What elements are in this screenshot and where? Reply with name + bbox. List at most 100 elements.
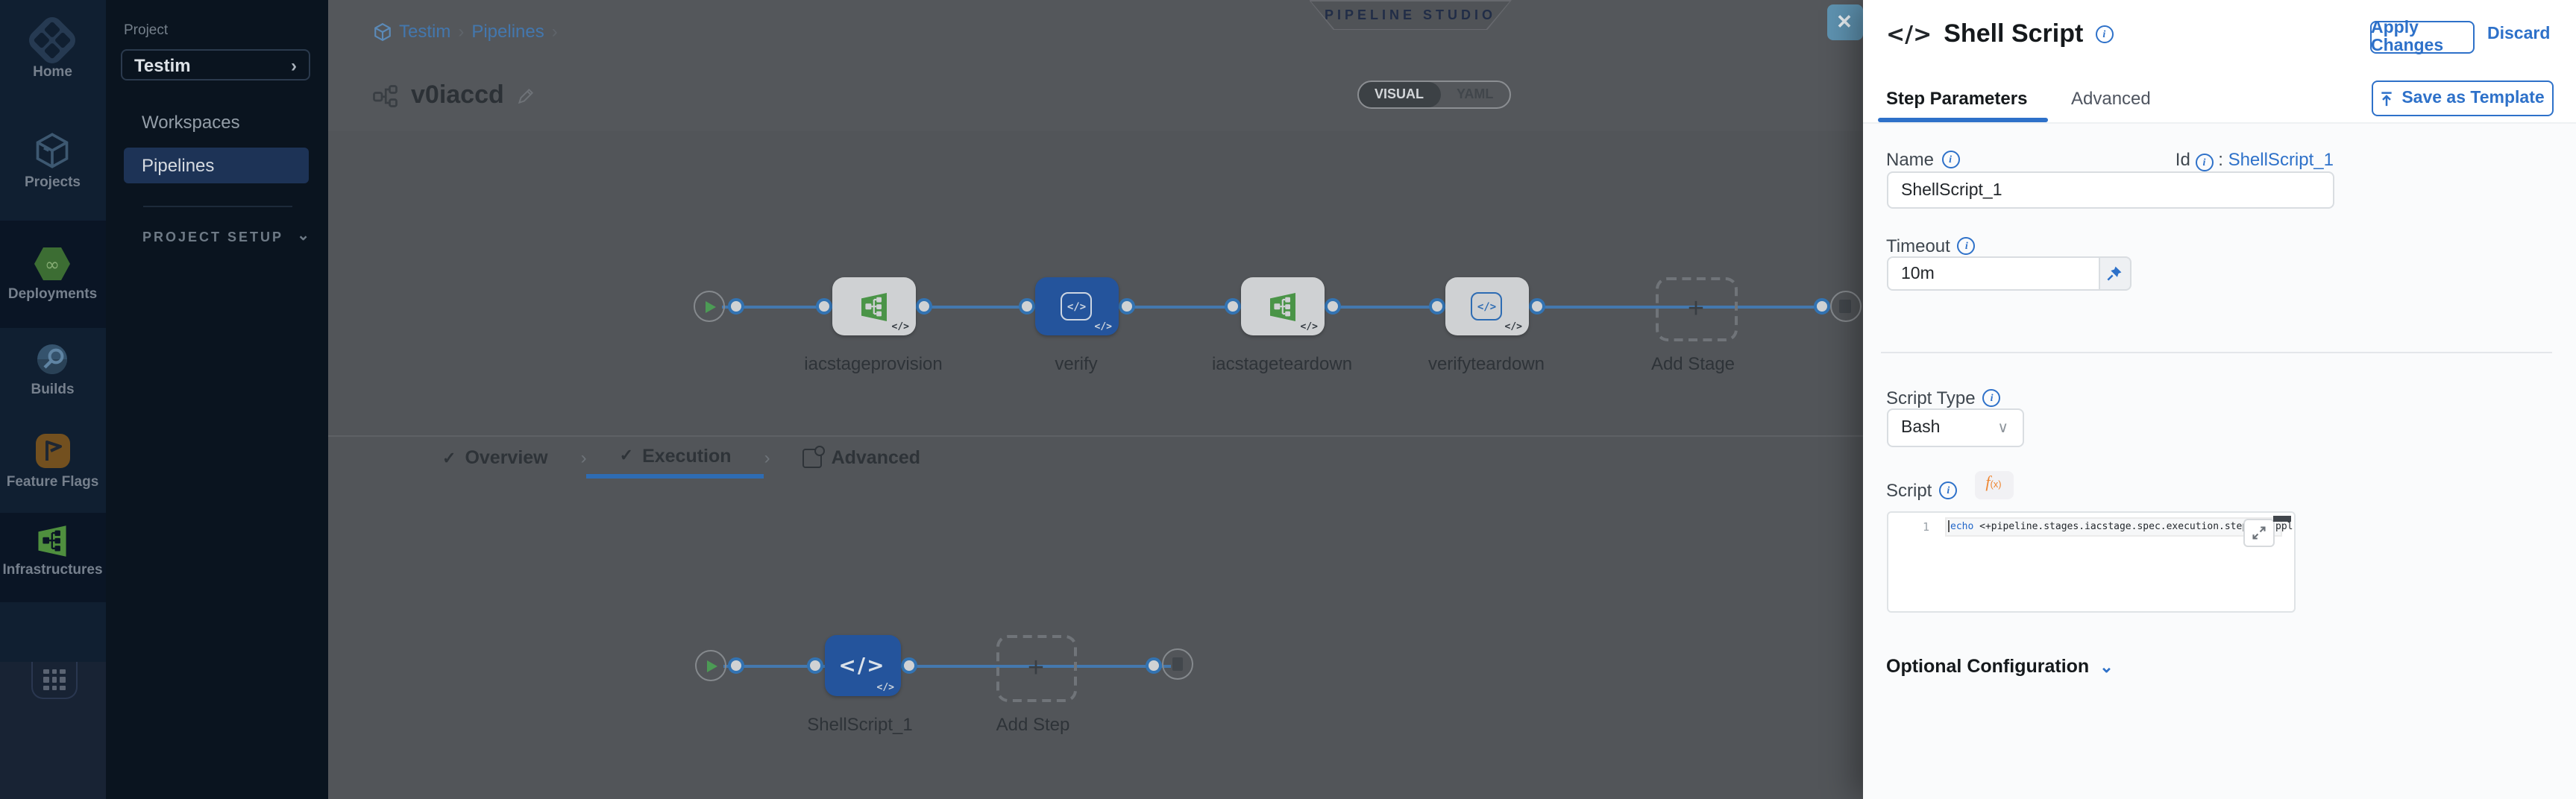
port-ring [901,657,917,674]
execution-end-node [1162,648,1193,680]
timeout-input[interactable]: 10m [1886,256,2099,291]
project-section-label: Project [124,22,169,39]
canvas-header-row [327,0,1862,67]
stage-label[interactable]: verify [1055,353,1098,374]
edit-pencil-icon[interactable] [516,86,535,105]
panel-title: Shell Script [1944,19,2084,48]
nav-item-label: Pipelines [142,155,215,176]
port-ring [1529,298,1545,315]
custom-stage-icon: </> [1471,292,1503,320]
step-connector-line [723,664,1170,667]
tab-label: Advanced [831,447,921,468]
tab-label: Overview [465,447,548,468]
add-step-label[interactable]: Add Step [996,714,1070,735]
port-ring [1119,298,1135,315]
discard-button[interactable]: Discard [2487,25,2551,43]
expand-icon [2252,526,2265,540]
optional-configuration-toggle[interactable]: Optional Configuration ⌄ [1886,656,2114,677]
port-ring [916,298,932,315]
info-icon[interactable]: i [1982,389,2001,407]
script-type-select[interactable]: Bash ∨ [1886,408,2023,447]
chevron-right-icon: › [291,54,297,75]
sidebar-item-builds[interactable]: Builds [0,341,105,398]
visual-yaml-toggle: VISUAL YAML [1357,80,1512,108]
apps-grid-icon [43,669,66,691]
save-as-template-button[interactable]: Save as Template [2371,80,2553,116]
close-drawer-button[interactable]: ✕ [1826,4,1862,40]
iacm-stage-icon [861,292,887,320]
add-step-button[interactable]: + [996,635,1076,702]
sidebar-item-label: Projects [25,174,81,191]
save-as-template-label: Save as Template [2401,89,2545,107]
sidebar-item-feature-flags[interactable]: Feature Flags [0,432,105,490]
info-icon[interactable]: i [2195,154,2214,171]
upload-icon [2381,91,2392,106]
stage-node-verifyteardown[interactable]: </> </> [1445,277,1528,335]
flag-icon [35,434,70,468]
project-nav: Project Testim › Workspaces Pipelines PR… [105,0,327,799]
sidebar-item-deployments[interactable]: ∞ Deployments [0,246,105,303]
info-icon[interactable]: i [1941,151,1960,168]
stop-icon [1839,300,1851,313]
apply-changes-button[interactable]: Apply Changes [2369,19,2474,55]
toggle-yaml[interactable]: YAML [1457,86,1494,101]
sidebar-item-label: Deployments [7,286,98,303]
pin-input-type-button[interactable] [2099,256,2131,291]
step-label[interactable]: ShellScript_1 [807,714,913,735]
stage-label[interactable]: iacstageteardown [1211,353,1353,374]
script-code-editor[interactable]: 1 echo <+pipeline.stages.iacstage.spec.e… [1886,511,2295,613]
add-stage-button[interactable]: + [1655,277,1737,341]
sidebar-item-workspaces[interactable]: Workspaces [124,104,309,140]
pipeline-start-node[interactable] [693,291,724,322]
sidebar-item-label: Feature Flags [6,474,99,490]
tab-execution[interactable]: ✓ Execution [586,437,764,479]
play-icon [705,300,715,312]
pipeline-end-node [1829,291,1861,322]
tab-overview[interactable]: ✓ Overview [409,437,581,479]
stage-label[interactable]: iacstageprovision [804,353,943,374]
project-setup-toggle[interactable]: PROJECT SETUP ⌄ [142,228,310,244]
sidebar-item-projects[interactable]: Projects [0,131,105,191]
stage-node-iacstageprovision[interactable]: </> [832,277,915,335]
add-stage-label[interactable]: Add Stage [1650,353,1735,374]
editor-expand-button[interactable] [2243,519,2274,547]
optional-configuration-label: Optional Configuration [1886,656,2090,677]
sidebar-item-home[interactable]: Home [0,13,105,80]
breadcrumb-separator: › [551,21,558,42]
chevron-down-icon: ∨ [1997,420,2008,436]
sidebar-item-label: Home [33,64,72,80]
info-icon[interactable]: i [1939,481,1958,499]
info-icon[interactable]: i [2095,25,2114,43]
project-selector[interactable]: Testim › [121,49,310,80]
chevron-down-icon: ⌄ [2099,658,2114,676]
tab-step-parameters[interactable]: Step Parameters [1886,88,2028,109]
tab-advanced[interactable]: Advanced [770,437,954,479]
tab-panel-advanced[interactable]: Advanced [2071,88,2151,109]
info-icon[interactable]: i [1957,237,1976,255]
step-node-shellscript[interactable]: </> </> [824,635,900,696]
breadcrumb-link-pipelines[interactable]: Pipelines [471,21,544,42]
sidebar-item-pipelines[interactable]: Pipelines [124,148,309,183]
step-config-panel: </> Shell Script i Apply Changes Discard… [1862,0,2576,799]
name-input[interactable]: ShellScript_1 [1886,171,2334,209]
execution-start-node[interactable] [694,650,726,681]
pushpin-icon [2107,266,2122,281]
sidebar-item-infrastructures[interactable]: Infrastructures [0,525,105,578]
editor-code-line[interactable]: echo <+pipeline.stages.iacstage.spec.exe… [1947,520,2248,532]
id-value-link[interactable]: ShellScript_1 [2228,149,2334,170]
svg-text:∞: ∞ [45,254,60,275]
editor-code-tail: ppl [2275,520,2293,532]
stage-node-verify[interactable]: </> </> [1035,277,1118,335]
port-ring [727,657,744,674]
port-ring [807,657,823,674]
port-ring [815,298,832,315]
plus-icon: + [1027,653,1045,684]
stage-label[interactable]: verifyteardown [1427,353,1545,374]
expression-fx-button[interactable]: f(x) [1974,471,2013,499]
breadcrumb-link-project[interactable]: Testim [399,21,451,42]
toggle-visual[interactable]: VISUAL [1358,81,1441,107]
stage-node-iacstageteardown[interactable]: </> [1241,277,1324,335]
editor-scrollbar-thumb[interactable] [2273,515,2291,521]
apps-grid-button[interactable] [31,662,78,699]
